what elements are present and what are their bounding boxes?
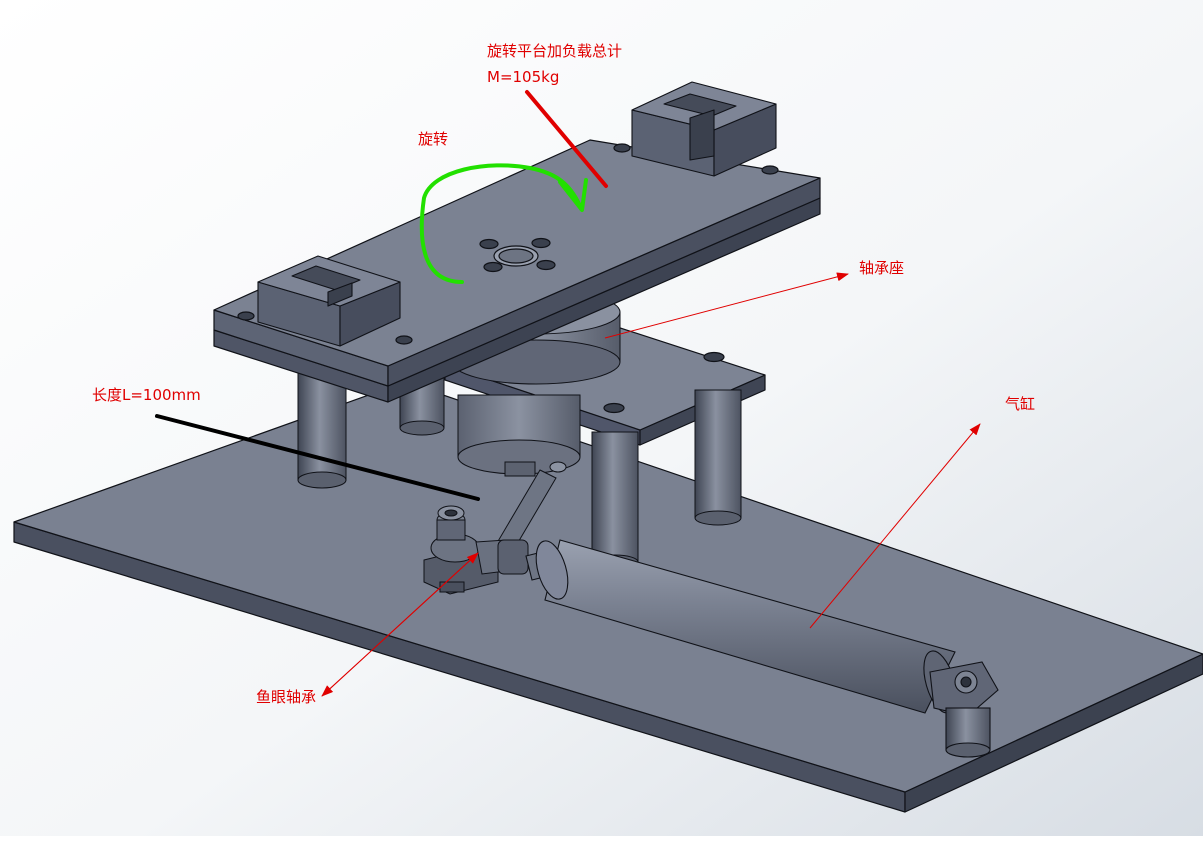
rotary-shaft-housing: [457, 394, 581, 477]
rotation-label: 旋转: [418, 130, 449, 148]
arm-length-line: [155, 414, 480, 501]
cylinder-label: 气缸: [1005, 395, 1036, 413]
cylinder-leader: [809, 423, 981, 629]
rod-end-leader-2: [321, 552, 479, 697]
left-fixture-block: [257, 255, 401, 347]
right-fixture-block: [631, 81, 777, 177]
arm-length-label: 长度L=100mm: [92, 386, 201, 404]
load-leader-line: [525, 90, 608, 188]
total-load-title: 旋转平台加负载总计: [487, 42, 623, 60]
pneumatic-cylinder: [525, 539, 999, 758]
rotation-arrow-head: [558, 178, 588, 212]
bearing-seat-label: 轴承座: [859, 259, 905, 277]
total-load-mass: M=105kg: [487, 68, 560, 86]
rod-end-bearing-label: 鱼眼轴承: [256, 688, 317, 706]
rotation-arrow: [419, 163, 582, 284]
bearing-seat-leader: [604, 272, 849, 339]
